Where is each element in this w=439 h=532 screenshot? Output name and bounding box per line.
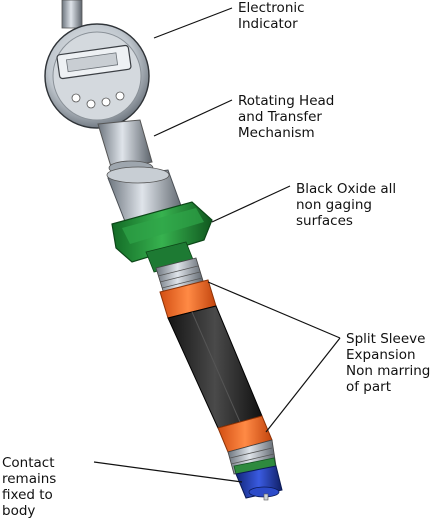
callout-contact: Contact remains fixed to body: [2, 455, 57, 519]
indicator-button: [101, 97, 111, 107]
callout-electronic-indicator: Electronic Indicator: [238, 0, 305, 32]
callout-rotating-head: Rotating Head and Transfer Mechanism: [238, 93, 335, 141]
indicator-button: [86, 99, 96, 109]
leader-split-sleeve-upper: [207, 281, 341, 339]
indicator-button: [71, 93, 81, 103]
leader-lines: [93, 7, 341, 483]
indicator-button: [115, 91, 125, 101]
electronic-indicator: [44, 23, 150, 129]
split-sleeve: [167, 305, 263, 429]
indicator-stem: [61, 0, 83, 29]
leader-rotating-head: [153, 99, 233, 137]
rotating-head: [97, 119, 154, 176]
callout-split-sleeve: Split Sleeve Expansion Non marring of pa…: [346, 331, 431, 395]
leader-split-sleeve-lower: [265, 337, 341, 433]
callout-black-oxide: Black Oxide all non gaging surfaces: [296, 181, 397, 229]
lower-thread: [227, 439, 277, 475]
leader-black-oxide: [211, 185, 291, 223]
leader-contact: [93, 461, 243, 483]
contact-tip: [235, 465, 283, 501]
leader-indicator: [153, 7, 233, 39]
